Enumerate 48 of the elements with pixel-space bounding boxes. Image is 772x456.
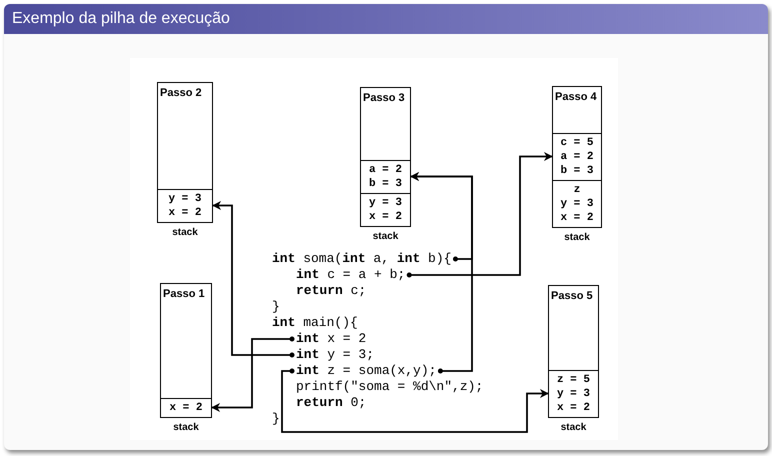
variable-value: b = 3 (368, 177, 402, 191)
stack-caption: stack (560, 422, 588, 434)
variable-value: a = 2 (368, 163, 402, 177)
connector-arrow (410, 172, 473, 262)
variable-value: z = 5 (556, 373, 590, 387)
stack-box (360, 87, 411, 227)
step-title: Passo 5 (550, 289, 594, 303)
variable-value: x = 2 (368, 210, 402, 224)
connector-arrow (211, 336, 294, 412)
code-line: int y = 3; (296, 347, 374, 363)
connector-arrow (281, 368, 549, 433)
code-line: int soma(int a, int b){ (272, 251, 452, 267)
stack-box (548, 285, 599, 418)
variable-value: x = 2 (169, 401, 202, 415)
stack-caption: stack (563, 232, 591, 244)
code-line: int main(){ (272, 315, 358, 331)
step-title: Passo 2 (159, 86, 203, 100)
variable-value: c = 5 (560, 136, 594, 150)
stack-box (157, 82, 213, 223)
connector-arrow (406, 152, 553, 278)
slide-title: Exemplo da pilha de execução (12, 9, 230, 29)
step-title: Passo 3 (362, 91, 406, 105)
variable-value: y = 3 (560, 197, 594, 211)
variable-value: y = 3 (168, 192, 202, 206)
step-title: Passo 4 (554, 90, 598, 104)
code-line: int z = soma(x,y); (296, 363, 436, 379)
code-line: printf("soma = %d\n",z); (296, 379, 484, 395)
connector-arrow (212, 201, 294, 358)
variable-value: y = 3 (556, 387, 590, 401)
variable-value: x = 2 (168, 206, 202, 220)
variable-value: z (574, 183, 580, 197)
code-line: int c = a + b; (296, 267, 406, 283)
code-line: return 0; (296, 395, 366, 411)
code-line: return c; (296, 283, 366, 299)
step-title: Passo 1 (162, 287, 206, 301)
variable-value: y = 3 (368, 196, 402, 210)
stack-caption: stack (171, 227, 199, 239)
stack-caption: stack (372, 231, 400, 243)
code-line: int x = 2 (296, 331, 366, 347)
variable-value: x = 2 (556, 401, 590, 415)
variable-value: a = 2 (560, 150, 594, 164)
code-line: } (272, 299, 280, 315)
stack-box (552, 86, 602, 228)
variable-value: b = 3 (560, 164, 594, 178)
stack-box (160, 283, 212, 418)
stack-caption: stack (172, 422, 200, 434)
variable-value: x = 2 (560, 211, 594, 225)
code-line: } (272, 411, 280, 427)
